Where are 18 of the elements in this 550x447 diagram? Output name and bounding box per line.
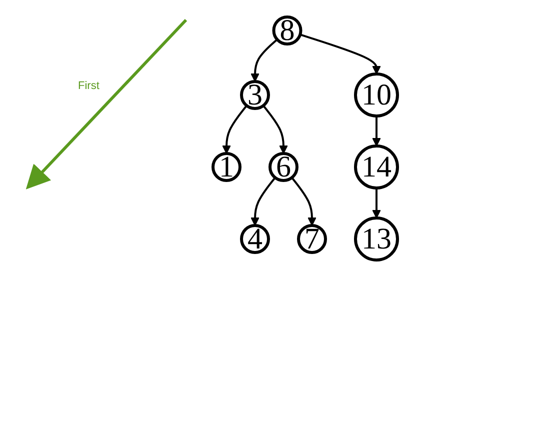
arrow	[250, 38, 278, 82]
node-circle: 7	[296, 224, 327, 254]
node-circle: 1	[211, 152, 242, 182]
node-circle: 13	[354, 216, 399, 262]
node-circle: 3	[240, 80, 270, 110]
node-circle: 4	[240, 224, 270, 254]
direction-label: First	[78, 80, 100, 92]
arrow	[300, 34, 381, 74]
arrow	[262, 104, 288, 154]
arrow	[372, 116, 381, 146]
arrow	[372, 188, 381, 218]
arrow	[290, 176, 316, 226]
arrow	[222, 104, 248, 154]
node-circle: 6	[268, 152, 298, 182]
arrow	[250, 176, 276, 226]
node-circle: 14	[354, 144, 399, 190]
node-circle: 8	[272, 16, 302, 46]
node-circle: 10	[354, 72, 399, 118]
